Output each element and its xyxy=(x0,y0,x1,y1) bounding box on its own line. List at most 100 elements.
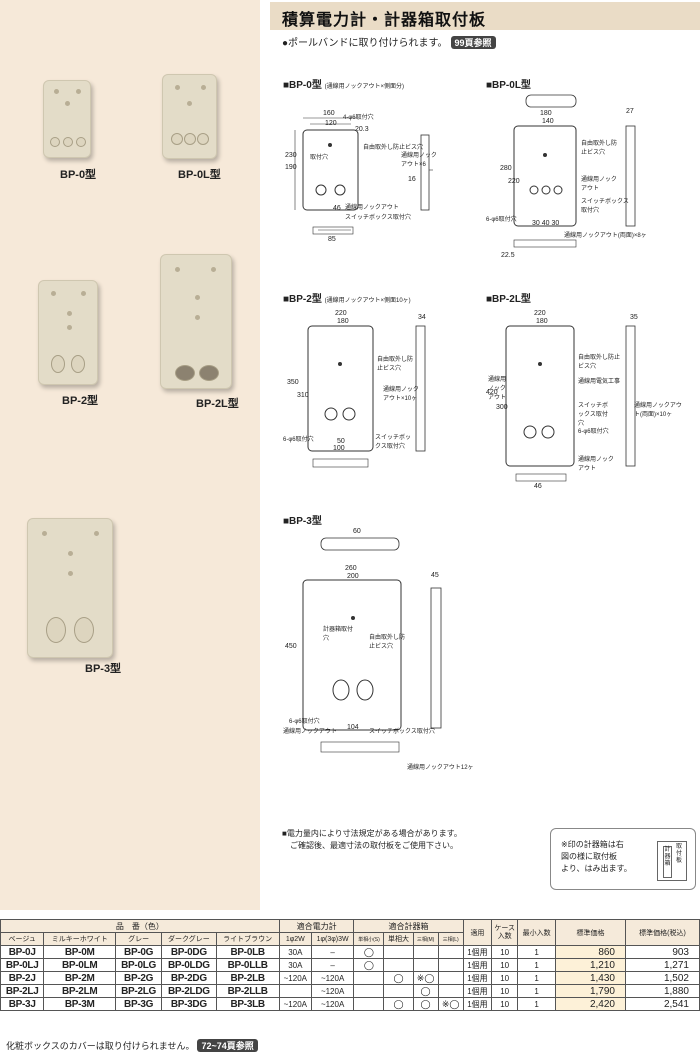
bp2l-note-switchbox: スイッチボックス取付穴 xyxy=(578,403,609,427)
cell-beige: BP-0LJ xyxy=(0,958,45,972)
product-label-bp0l: BP-0L型 xyxy=(178,169,221,181)
bp0l-dim-width: 180 xyxy=(540,110,552,117)
bp0-dim-inner-width: 120 xyxy=(325,120,337,127)
cell-m2: ~120A xyxy=(310,984,355,998)
cell-min: 1 xyxy=(517,971,556,985)
bp2-dim-width: 220 xyxy=(335,310,347,317)
cell-b4: ※◯ xyxy=(437,997,464,1011)
cell-m1 xyxy=(278,984,312,998)
bp0l-dim-side: 22.5 xyxy=(501,252,515,259)
bp0l-note-screw: 自由取外し防止ビス穴 xyxy=(581,141,618,156)
cell-use: 1個用 xyxy=(462,984,493,998)
cell-lightbrown: BP-3LB xyxy=(215,997,280,1011)
title-bar xyxy=(270,2,700,30)
dimension-notes: ■電力量内により寸法規定がある場合があります。 ご確認後、最適寸法の取付板をご使… xyxy=(282,828,462,852)
drawing-bp0l: 180 140 27 280 220 22.5 30 40 30 自由取外し防止… xyxy=(486,90,686,280)
bp2-note-switchbox: スイッチボックス取付穴 xyxy=(375,435,412,450)
cell-m2: ~120A xyxy=(310,997,355,1011)
cell-price-tax: 1,502 xyxy=(625,971,700,985)
col-milky: ミルキーホワイト xyxy=(43,932,117,946)
drawing-bp3: 60 260 200 45 450 104 計器箱取付穴 自由取外し防止ビス穴 … xyxy=(283,528,483,778)
cell-min: 1 xyxy=(517,997,556,1011)
cell-b3 xyxy=(412,958,439,972)
notes-line-2: ご確認後、最適寸法の取付板をご使用下さい。 xyxy=(290,841,458,850)
cell-beige: BP-2LJ xyxy=(0,984,45,998)
cell-use: 1個用 xyxy=(462,958,493,972)
bp3-note-meterbox: 計器箱取付穴 xyxy=(323,627,354,642)
bp0l-dim-inner-width: 140 xyxy=(542,118,554,125)
cell-b2: ◯ xyxy=(383,971,414,985)
cell-b1: ◯ xyxy=(353,958,385,972)
bp2-dim-inner-width: 180 xyxy=(337,318,349,325)
cell-price-tax: 1,271 xyxy=(625,958,700,972)
drawing-bp0: 160 120 20.3 230 190 46 85 16 4-φ6取付穴 自由… xyxy=(283,90,473,255)
bp0l-note-mount: 6-φ6取付穴 xyxy=(486,217,517,223)
table-row: BP-2LJ BP-2LM BP-2LG BP-2LDG BP-2LLB ~12… xyxy=(0,984,700,998)
bp2l-note-mount: 6-φ6取付穴 xyxy=(578,429,609,435)
bp2l-dim-height: 420 xyxy=(486,389,498,396)
callout-line-1: ※印の計器箱は右 xyxy=(561,840,624,849)
cell-b2 xyxy=(383,958,414,972)
header-box: 適合計器箱 xyxy=(353,919,464,933)
bp2-note-knockout10: 通線用ノックアウト×10ヶ xyxy=(383,387,419,402)
cell-use: 1個用 xyxy=(462,971,493,985)
cell-darkgray: BP-0LDG xyxy=(161,958,217,972)
cell-milky: BP-3M xyxy=(43,997,117,1011)
bp0l-dim-inner-height: 220 xyxy=(508,178,520,185)
header-price-tax: 標準価格(税込) xyxy=(625,919,700,946)
bp3-note-mount: 6-φ6取付穴 xyxy=(289,719,320,725)
bp0-dim-height: 230 xyxy=(285,152,297,159)
drawing-title-bp0-note: (通線用ノックアウト×側面分) xyxy=(324,84,404,90)
col-beige: ベージュ xyxy=(0,932,45,946)
bp2-dim-depth: 34 xyxy=(418,314,426,321)
col-lightbrown: ライトブラウン xyxy=(215,932,280,946)
cell-price: 1,210 xyxy=(555,958,626,972)
bp0-dim-base: 85 xyxy=(328,236,336,243)
bp0l-dim-height: 280 xyxy=(500,165,512,172)
cell-b1 xyxy=(353,997,385,1011)
bp3-note-switchbox: スイッチボックス取付穴 xyxy=(369,729,435,735)
bp2l-dim-base: 46 xyxy=(534,483,542,490)
cell-darkgray: BP-0DG xyxy=(161,945,217,959)
col-gray: グレー xyxy=(115,932,163,946)
cell-b1 xyxy=(353,984,385,998)
drawing-title-bp0: ■BP-0型 (通線用ノックアウト×側面分) xyxy=(283,76,404,91)
cell-gray: BP-0LG xyxy=(115,958,163,972)
col-m1: 1φ2W xyxy=(278,932,312,946)
cell-use: 1個用 xyxy=(462,997,493,1011)
cell-m1: 30A xyxy=(278,958,312,972)
col-b1: 単相小(S) xyxy=(353,932,385,946)
cell-gray: BP-2LG xyxy=(115,984,163,998)
bp2l-note-knockout: 通線用ノックアウト xyxy=(488,377,507,401)
cell-gray: BP-0G xyxy=(115,945,163,959)
drawing-bp2l: 220 180 35 420 300 46 自由取外し防止ビス穴 通線用ノックア… xyxy=(486,304,686,494)
product-image-bp0l xyxy=(162,74,217,159)
header-use: 適用 xyxy=(462,919,493,946)
cell-gray: BP-3G xyxy=(115,997,163,1011)
bp2l-dim-inner-width: 180 xyxy=(536,318,548,325)
table-row: BP-0LJ BP-0LM BP-0LG BP-0LDG BP-0LLB 30A… xyxy=(0,958,700,972)
bp0-note-mount: 4-φ6取付穴 xyxy=(343,115,374,121)
cell-case: 10 xyxy=(491,945,519,959)
product-image-bp2l xyxy=(160,254,232,389)
drawing-title-bp0-text: ■BP-0型 xyxy=(283,80,322,91)
cell-m1: ~120A xyxy=(278,971,312,985)
footer-note: 化粧ボックスのカバーは取り付けられません。72~74頁参照 xyxy=(6,1039,258,1052)
bp3-dim-bottom: 104 xyxy=(347,724,359,731)
cell-milky: BP-0M xyxy=(43,945,117,959)
notes-line-1: ■電力量内により寸法規定がある場合があります。 xyxy=(282,829,462,838)
col-b3: 三相(M) xyxy=(412,932,439,946)
cell-price: 1,430 xyxy=(555,971,626,985)
cell-b3: ◯ xyxy=(412,984,439,998)
product-label-bp2l: BP-2L型 xyxy=(196,398,239,410)
cell-gray: BP-2G xyxy=(115,971,163,985)
bp0-note-knockout: 通線用ノックアウト xyxy=(345,205,399,211)
drawing-bp2: 220 180 34 350 310 50 100 自由取外し防止ビス穴 通線用… xyxy=(283,304,478,489)
cell-price: 1,790 xyxy=(555,984,626,998)
cell-price: 860 xyxy=(555,945,626,959)
header-price: 標準価格 xyxy=(555,919,626,946)
bp2l-note-wiring: 通線用電気工事 xyxy=(578,379,621,385)
product-photo-panel: BP-0型 BP-0L型 BP-2型 BP-2L型 BP-3型 xyxy=(0,0,260,910)
overhang-callout: ※印の計器箱は右 図の様に取付板 より、はみ出ます。 計器箱 取付板 xyxy=(550,828,696,890)
header-case: ケース入数 xyxy=(491,919,519,946)
